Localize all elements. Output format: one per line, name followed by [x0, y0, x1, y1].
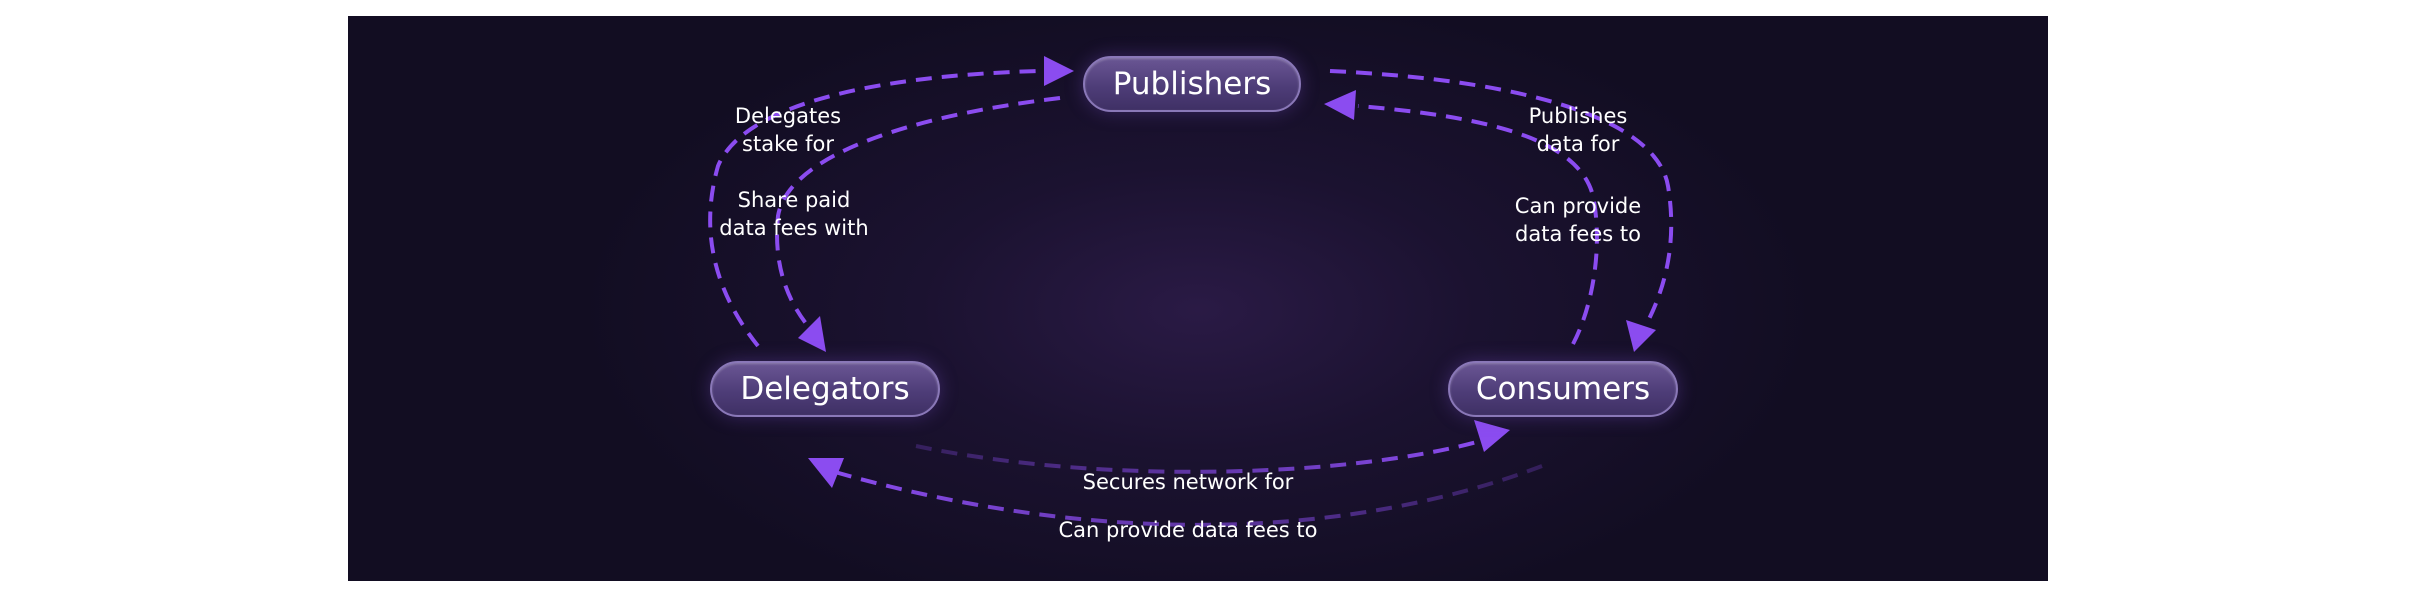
arrowhead-consumers-fees — [1324, 90, 1356, 120]
arrowhead-share-fees — [798, 316, 826, 352]
arrowhead-secures-network — [1474, 420, 1510, 452]
arrow-delegators-fees — [827, 464, 1543, 527]
arrow-publishes-data — [1329, 69, 1674, 322]
label-share-paid-data-fees-with: Share paid data fees with — [719, 188, 869, 240]
consumers-node: Consumers — [1448, 361, 1678, 417]
arrow-secures-network — [915, 438, 1485, 474]
delegators-node: Delegators — [710, 361, 940, 417]
label-can-provide-data-fees-to-publishers: Can provide data fees to — [1514, 194, 1642, 246]
label-secures-network-for: Secures network for — [1082, 470, 1294, 494]
label-can-provide-data-fees-to-delegators: Can provide data fees to — [1058, 518, 1318, 542]
diagram-canvas: Publishers Delegators Consumers Delegate… — [348, 16, 2048, 581]
arrowhead-publishes-data — [1626, 320, 1656, 352]
arrowhead-delegators-fees — [808, 458, 844, 488]
arrow-consumers-fees — [1357, 104, 1599, 345]
arrow-share-fees — [775, 96, 1061, 328]
label-delegates-stake-for: Delegates stake for — [734, 104, 842, 156]
publishers-node: Publishers — [1083, 56, 1301, 112]
arrowhead-delegates-stake — [1044, 56, 1074, 86]
arrows-layer — [708, 56, 1674, 527]
label-publishes-data-for: Publishes data for — [1528, 104, 1628, 156]
